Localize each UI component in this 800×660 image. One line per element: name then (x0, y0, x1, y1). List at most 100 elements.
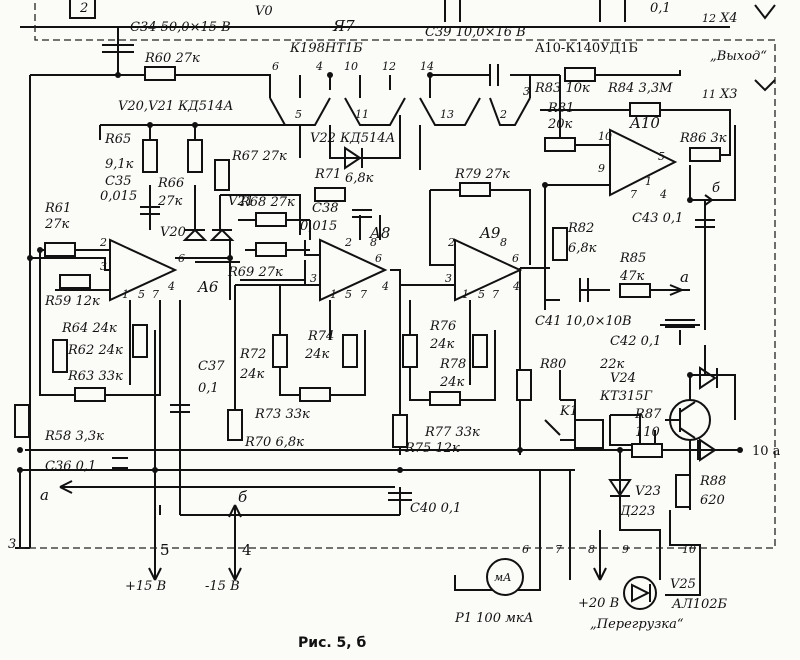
r82-ref: R82 (567, 221, 594, 236)
r72-val: 24к (239, 367, 265, 382)
a6-pin-4: 4 (167, 280, 175, 293)
a9-pin-1: 1 (462, 288, 469, 301)
c35-ref: C35 (105, 174, 132, 189)
v21-label: V21 (228, 194, 254, 209)
c43-label: C43 0,1 (632, 211, 683, 226)
r85-ref: R85 (619, 251, 646, 266)
r72-ref: R72 (239, 347, 266, 362)
a9-pin-8: 8 (500, 236, 507, 249)
v0-label: V0 (255, 4, 273, 19)
c39-label: C39 10,0×16 В (425, 25, 526, 40)
v24-ref: V24 (610, 371, 636, 386)
v23-ref: V23 (635, 484, 661, 499)
a9-pin-5: 5 (478, 288, 485, 301)
r66-val: 27к (157, 194, 183, 209)
a7-pin-2: 2 (499, 108, 507, 121)
term-4: 4 (242, 541, 252, 559)
a7-pin-13: 13 (440, 108, 454, 121)
a7-pin-14: 14 (420, 60, 434, 73)
r74-val: 24к (304, 347, 330, 362)
r61-ref: R61 (44, 201, 71, 216)
minus15-label: -15 В (205, 579, 240, 594)
b-label: б (238, 488, 248, 506)
r83-label: R83 10к (534, 81, 590, 96)
a7-pin-3: 3 (523, 85, 530, 98)
v25-ref: V25 (670, 577, 696, 592)
junction-dots (17, 72, 743, 473)
term-10: 10 (682, 543, 696, 556)
plus15-label: +15 В (125, 579, 166, 594)
top-right-cap: 0,1 (650, 1, 671, 16)
a10-label: A10 (628, 114, 660, 132)
term-9: 9 (622, 543, 629, 556)
a9-pin-6: 6 (512, 252, 519, 265)
r62-label: R62 24к (67, 343, 123, 358)
v24-type: КТ315Г (599, 389, 653, 404)
b-out-label: б (712, 181, 720, 196)
r87-ref: R87 (634, 407, 662, 422)
a8-pin-4: 4 (381, 280, 389, 293)
a10-pin-1: 1 (645, 175, 652, 188)
term-2: 2 (79, 1, 88, 16)
a-label: а (40, 486, 49, 504)
r74-ref: R74 (307, 329, 334, 344)
a10-pin-9: 9 (598, 162, 605, 175)
r82-val: 6,8к (568, 241, 597, 256)
a7-ref: Я7 (332, 17, 355, 35)
wiring (15, 0, 740, 596)
r60-label: R60 27к (144, 51, 200, 66)
opamp-a9 (454, 238, 523, 302)
r79-label: R79 27к (454, 167, 510, 182)
c37-ref: C37 (198, 359, 225, 374)
r70-label: R70 6,8к (244, 435, 304, 450)
r73-label: R73 33к (254, 407, 310, 422)
r63-label: R63 33к (67, 369, 123, 384)
a6-pin-5: 5 (138, 288, 145, 301)
a10-pin-5: 5 (658, 150, 665, 163)
term-7: 7 (555, 543, 562, 556)
r81-ref: R81 (547, 101, 574, 116)
a9-pin-3: 3 (445, 272, 452, 285)
a6-pin-7: 7 (152, 288, 159, 301)
figure-caption: Рис. 5, б (298, 635, 366, 651)
x4-label: X4 (719, 11, 738, 26)
r76-val: 24к (429, 337, 455, 352)
r87-val: 110 (635, 425, 660, 440)
r78-val: 24к (439, 375, 465, 390)
r80-label: R80 (539, 357, 566, 372)
r59-label: R59 12к (44, 294, 100, 309)
overload-label: „Перегрузка“ (590, 617, 684, 632)
term-11: 11 (702, 88, 716, 101)
p1-label: P1 100 мкА (454, 611, 533, 626)
c37-val: 0,1 (198, 381, 219, 396)
a6-pin-1: 1 (122, 288, 129, 301)
v25-type: АЛ102Б (671, 597, 728, 612)
components (14, 4, 776, 610)
ten-a-label: 10 а (752, 444, 781, 459)
a8-pin-3: 3 (310, 272, 317, 285)
c38-ref: C38 (312, 201, 339, 216)
r80-val: 22к (599, 357, 625, 372)
meter-unit: мА (494, 571, 511, 584)
a6-pin-2: 2 (99, 236, 107, 249)
term-6: 6 (522, 543, 529, 556)
r81-val: 20к (547, 117, 573, 132)
a7-pin-11: 11 (355, 108, 369, 121)
opamp-a10 (609, 128, 678, 197)
r65-ref: R65 (104, 132, 131, 147)
r61-val: 27к (44, 217, 70, 232)
r69-label: R69 27к (227, 265, 283, 280)
a10-pin-10: 10 (598, 130, 612, 143)
r85-val: 47к (619, 269, 645, 284)
a10-ref: A10-К140УД1Б (534, 41, 638, 56)
r58-label: R58 3,3к (44, 429, 104, 444)
term-5: 5 (160, 541, 170, 559)
r66-ref: R66 (157, 176, 184, 191)
r67-label: R67 27к (231, 149, 287, 164)
v20-v21-label: V20,V21 КД514А (118, 99, 233, 114)
a6-pin-3: 3 (100, 260, 107, 273)
plus20-label: +20 В (578, 596, 619, 611)
r68-label: R68 27к (239, 195, 295, 210)
r71-ref: R71 (314, 167, 341, 182)
